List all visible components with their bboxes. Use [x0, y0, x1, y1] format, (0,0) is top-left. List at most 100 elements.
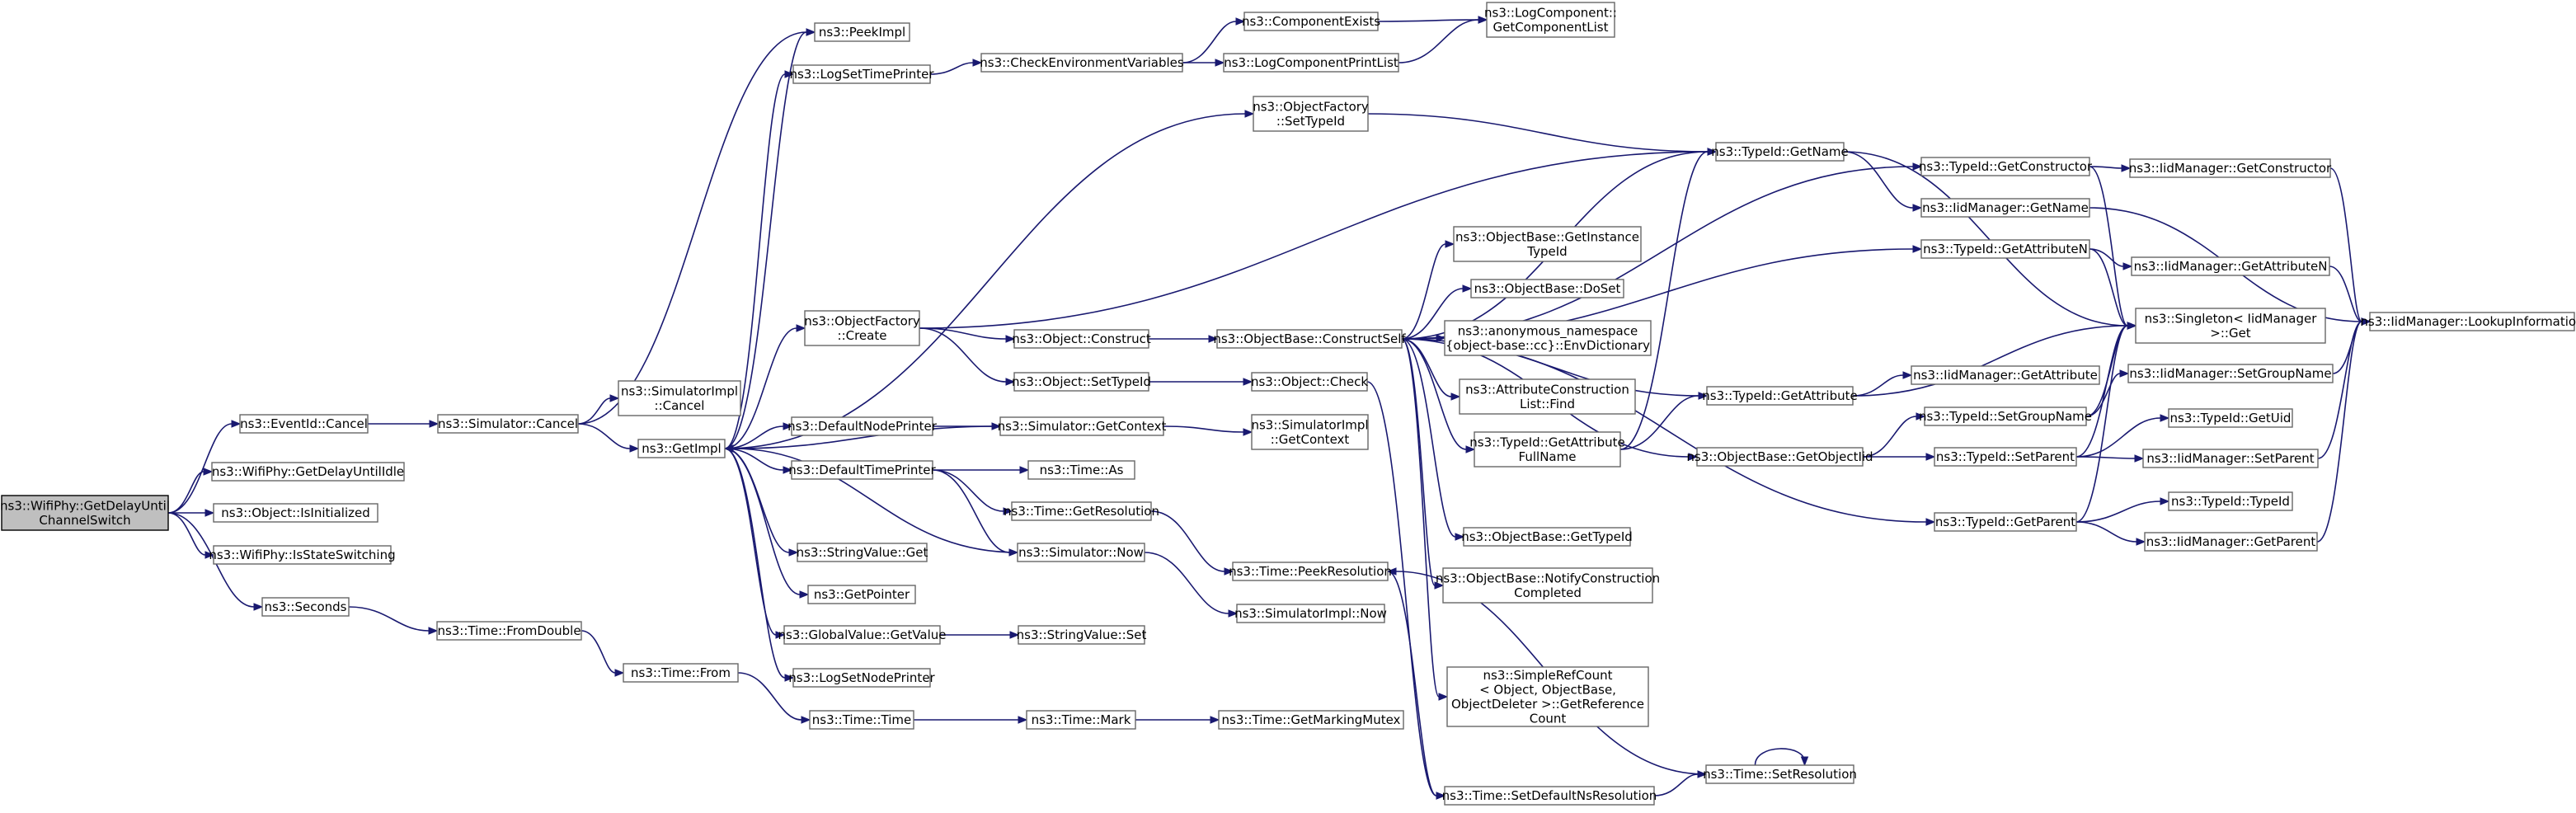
node-getimpl[interactable]: ns3::GetImpl: [637, 439, 726, 458]
node-object-settypeid[interactable]: ns3::Object::SetTypeId: [1012, 372, 1151, 392]
node-defaultnodeprinter[interactable]: ns3::DefaultNodePrinter: [787, 416, 938, 436]
edge-arrowhead: [991, 422, 1002, 430]
edge-arrowhead: [1912, 245, 1923, 253]
edge-arrowhead: [1436, 792, 1446, 800]
node-box: [2129, 158, 2331, 178]
node-typeid-typeid[interactable]: ns3::TypeId::TypeId: [2168, 491, 2293, 511]
edge-arrowhead: [2121, 164, 2132, 172]
node-label: ns3::GetImpl: [642, 441, 721, 456]
edge-arrowhead: [1925, 453, 1936, 461]
call-edge-constructself-to-getinstancetypeid: [1401, 240, 1455, 340]
node-box: [1696, 447, 1864, 467]
node-label: ns3::TypeId::SetGroupName: [1919, 409, 2092, 424]
edge-arrowhead: [231, 420, 242, 428]
node-getdelayuntilidle[interactable]: ns3::WifiPhy::GetDelayUntilIdle: [211, 462, 405, 482]
call-edge-getimpl-to-getpointer: [724, 448, 810, 599]
node-typeid-setparent[interactable]: ns3::TypeId::SetParent: [1934, 447, 2077, 467]
node-peekresolution[interactable]: ns3::Time::PeekResolution: [1229, 562, 1392, 581]
node-isstateswitching[interactable]: ns3::WifiPhy::IsStateSwitching: [209, 545, 396, 565]
edge-arrowhead: [204, 509, 215, 517]
call-edge-objfactory_create-to-object_settypeid: [919, 327, 1016, 386]
node-time-getresolution[interactable]: ns3::Time::GetResolution: [1004, 501, 1159, 521]
node-iidmanager-setgroupname[interactable]: ns3::IidManager::SetGroupName: [2127, 364, 2334, 383]
node-time-from[interactable]: ns3::Time::From: [623, 663, 739, 683]
call-edge-constructself-to-notifyconstructioncompleted: [1401, 338, 1445, 590]
edge-line: [929, 62, 974, 75]
node-notifyconstructioncompleted[interactable]: ns3::ObjectBase::NotifyConstructionCompl…: [1436, 567, 1660, 604]
node-envdictionary[interactable]: ns3::anonymous_namespace{object-base::cc…: [1444, 320, 1652, 356]
node-globalvalue-getvalue[interactable]: ns3::GlobalValue::GetValue: [778, 625, 947, 645]
node-constructself[interactable]: ns3::ObjectBase::ConstructSelf: [1213, 329, 1406, 349]
node-label: ns3::DefaultNodePrinter: [787, 419, 938, 434]
node-objfactory-settypeid[interactable]: ns3::ObjectFactory::SetTypeId: [1253, 96, 1369, 132]
node-simimpl-getcontext[interactable]: ns3::SimulatorImpl::GetContext: [1251, 414, 1369, 450]
node-getreferencecount[interactable]: ns3::SimpleRefCount< Object, ObjectBase,…: [1446, 666, 1649, 727]
edge-arrowhead: [2119, 369, 2130, 378]
node-typeid-getconstructor[interactable]: ns3::TypeId::GetConstructor: [1919, 157, 2093, 176]
node-seconds[interactable]: ns3::Seconds: [261, 597, 350, 617]
node-getpointer[interactable]: ns3::GetPointer: [807, 585, 916, 604]
node-simimpl-now[interactable]: ns3::SimulatorImpl::Now: [1234, 604, 1387, 623]
node-object-construct[interactable]: ns3::Object::Construct: [1012, 329, 1151, 349]
node-getmarkingmutex[interactable]: ns3::Time::GetMarkingMutex: [1218, 710, 1404, 730]
node-iidmanager-setparent[interactable]: ns3::IidManager::SetParent: [2142, 449, 2319, 468]
node-label: ns3::IidManager::LookupInformation: [2360, 314, 2576, 329]
node-sim-now[interactable]: ns3::Simulator::Now: [1017, 543, 1145, 562]
edge-arrowhead: [1009, 631, 1020, 639]
node-iidmanager-getconstructor[interactable]: ns3::IidManager::GetConstructor: [2129, 158, 2332, 178]
node-iidmanager-getattributen[interactable]: ns3::IidManager::GetAttributeN: [2131, 256, 2330, 276]
node-typeid-getparent[interactable]: ns3::TypeId::GetParent: [1934, 512, 2077, 532]
node-singleton-get[interactable]: ns3::Singleton< IidManager>::Get: [2135, 308, 2326, 344]
node-stringvalue-get[interactable]: ns3::StringValue::Get: [797, 543, 928, 562]
node-eventid-cancel[interactable]: ns3::EventId::Cancel: [239, 414, 369, 434]
node-fromdouble[interactable]: ns3::Time::FromDouble: [436, 621, 582, 641]
node-time-mark[interactable]: ns3::Time::Mark: [1026, 710, 1136, 730]
node-checkenv[interactable]: ns3::CheckEnvironmentVariables: [980, 53, 1184, 73]
edge-arrowhead: [1698, 392, 1709, 400]
node-box: [261, 597, 350, 617]
node-getcomponentlist[interactable]: ns3::LogComponent::GetComponentList: [1484, 2, 1617, 38]
node-iidmanager-getattribute[interactable]: ns3::IidManager::GetAttribute: [1911, 365, 2100, 385]
node-label: ns3::Time::SetResolution: [1703, 767, 1857, 782]
node-iidmanager-lookupinformation[interactable]: ns3::IidManager::LookupInformation: [2360, 312, 2576, 331]
node-label: ns3::TypeId::GetConstructor: [1919, 159, 2093, 174]
node-time-time[interactable]: ns3::Time::Time: [809, 710, 914, 730]
node-logsettimeprinter[interactable]: ns3::LogSetTimePrinter: [789, 64, 934, 84]
edge-arrowhead: [1210, 716, 1220, 724]
node-setdefaultnsresolution[interactable]: ns3::Time::SetDefaultNsResolution: [1442, 786, 1657, 806]
node-logcomponentprintlist[interactable]: ns3::LogComponentPrintList: [1223, 53, 1399, 73]
node-sim-cancel[interactable]: ns3::Simulator::Cancel: [437, 414, 579, 434]
node-isinitialized[interactable]: ns3::Object::IsInitialized: [213, 503, 378, 523]
node-iidmanager-getname[interactable]: ns3::IidManager::GetName: [1920, 198, 2090, 218]
call-edge-typeid_setparent-to-singleton_get: [2075, 322, 2137, 458]
node-box: [1474, 431, 1621, 468]
node-componentexists[interactable]: ns3::ComponentExists: [1242, 12, 1380, 31]
node-time-setresolution[interactable]: ns3::Time::SetResolution: [1703, 764, 1857, 784]
node-time-as[interactable]: ns3::Time::As: [1027, 460, 1135, 480]
node-typeid-getname[interactable]: ns3::TypeId::GetName: [1711, 142, 1849, 162]
node-typeid-getattribute[interactable]: ns3::TypeId::GetAttribute: [1702, 386, 1858, 406]
node-simimpl-cancel[interactable]: ns3::SimulatorImpl::Cancel: [618, 380, 741, 416]
node-stringvalue-set[interactable]: ns3::StringValue::Set: [1017, 625, 1147, 645]
node-objectbase-gettypeid[interactable]: ns3::ObjectBase::GetTypeId: [1461, 527, 1633, 547]
node-label: ns3::SimulatorImpl: [621, 383, 738, 398]
node-getobjectiid[interactable]: ns3::ObjectBase::GetObjectIid: [1686, 447, 1873, 467]
node-typeid-setgroupname[interactable]: ns3::TypeId::SetGroupName: [1919, 406, 2092, 426]
node-typeid-getattributen[interactable]: ns3::TypeId::GetAttributeN: [1920, 239, 2090, 259]
node-defaulttimeprinter[interactable]: ns3::DefaultTimePrinter: [788, 460, 937, 480]
edge-line: [1163, 425, 1244, 433]
node-object-check[interactable]: ns3::Object::Check: [1251, 372, 1368, 392]
edge-line: [724, 73, 786, 449]
node-doset[interactable]: ns3::ObjectBase::DoSet: [1470, 279, 1624, 298]
node-sim-getcontext[interactable]: ns3::Simulator::GetContext: [998, 416, 1167, 436]
node-box: [980, 53, 1183, 73]
node-typeid-getuid[interactable]: ns3::TypeId::GetUid: [2168, 408, 2293, 428]
node-objfactory-create[interactable]: ns3::ObjectFactory::Create: [804, 310, 920, 346]
node-iidmanager-getparent[interactable]: ns3::IidManager::GetParent: [2144, 532, 2318, 552]
node-peekimpl[interactable]: ns3::PeekImpl: [814, 22, 910, 42]
node-logsetnodeprinter[interactable]: ns3::LogSetNodePrinter: [788, 668, 936, 688]
